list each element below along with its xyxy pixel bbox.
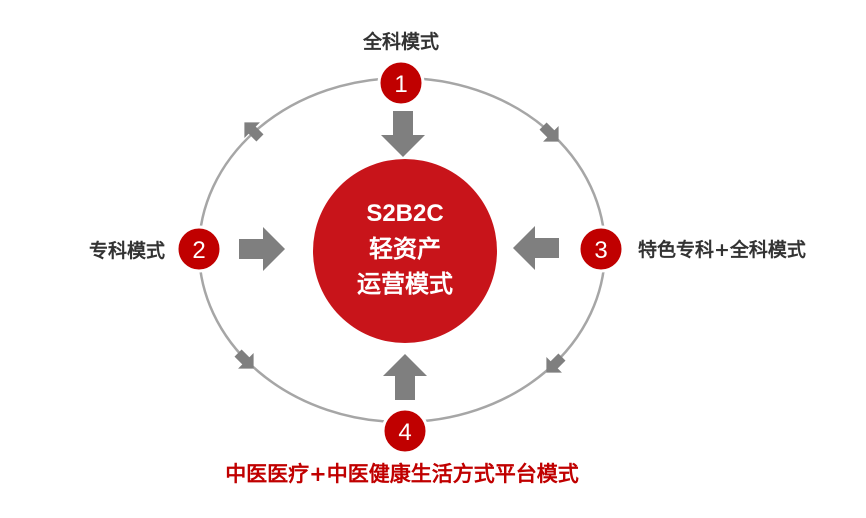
center-line-3: 运营模式 (357, 270, 453, 298)
badge-3-number: 3 (594, 237, 607, 264)
badge-3: 3 (577, 225, 625, 273)
ring-arrow-bottom-left (234, 349, 254, 369)
center-line-2: 轻资产 (369, 235, 441, 263)
label-mode-1: 全科模式 (362, 30, 439, 53)
label-mode-2: 专科模式 (89, 239, 165, 262)
badge-4-number: 4 (398, 419, 411, 446)
badge-1-number: 1 (394, 71, 407, 98)
center-circle (313, 159, 497, 343)
arrow-left-from-3 (513, 226, 559, 270)
label-mode-4: 中医医疗+中医健康生活方式平台模式 (225, 462, 579, 486)
ring-arrow-top-right (539, 122, 559, 142)
arrow-up-from-4 (383, 354, 427, 400)
badge-1: 1 (377, 59, 425, 107)
badge-2-number: 2 (192, 237, 205, 264)
ring-arrow-top-left (244, 122, 264, 142)
badge-2: 2 (175, 225, 223, 273)
arrow-down-from-1 (381, 111, 425, 157)
arrow-right-from-2 (239, 227, 285, 271)
center-line-1: S2B2C (366, 200, 443, 227)
label-mode-3: 特色专科+全科模式 (638, 238, 806, 261)
ring-arrow-bottom-right (546, 353, 566, 373)
badge-4: 4 (381, 407, 429, 455)
